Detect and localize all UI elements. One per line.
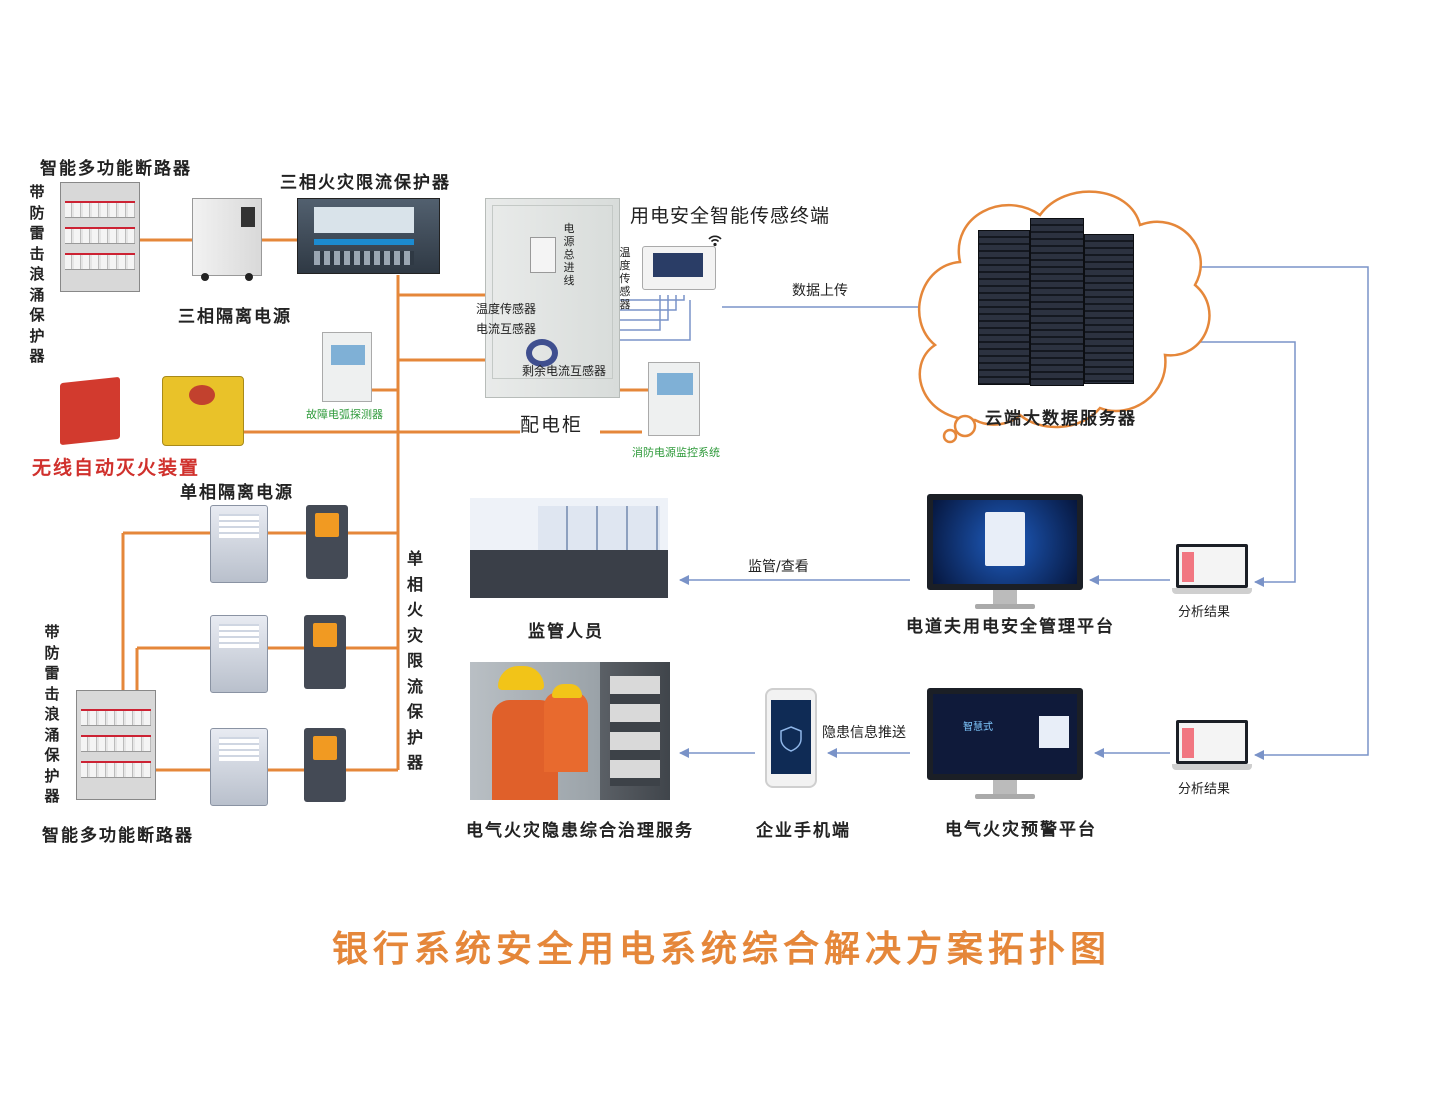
phone-icon [765, 688, 817, 788]
wireless-extinguisher-red [60, 376, 120, 446]
wifi-icon [708, 232, 722, 247]
fire-power-monitor [648, 362, 700, 436]
label-surge-top: 带防雷击浪涌保护器 [29, 183, 45, 365]
label-current-transformer: 电流互感器 [476, 322, 537, 336]
breaker-panel-top [60, 182, 140, 292]
single-phase-limiter-1 [306, 505, 348, 579]
label-breaker-bottom: 智能多功能断路器 [42, 826, 194, 846]
warn-screen-brand: 智慧式 [963, 722, 993, 733]
label-residual-transformer: 剩余电流互感器 [522, 364, 607, 378]
label-fire-limit3: 三相火灾限流保护器 [280, 173, 451, 193]
single-phase-limiter-2 [304, 615, 346, 689]
label-surge-bottom: 带防雷击浪涌保护器 [44, 623, 60, 805]
distribution-cabinet [485, 198, 620, 398]
shield-icon [780, 726, 802, 752]
server-icon [1084, 234, 1134, 384]
label-sensor-terminal: 用电安全智能传感终端 [630, 205, 831, 227]
label-mgmt-platform: 电道夫用电安全管理平台 [906, 617, 1115, 637]
three-phase-fire-limit-protector [297, 198, 440, 274]
server-icon [1030, 218, 1084, 386]
label-power-incoming: 电源总进线 [563, 222, 575, 287]
label-fire-monitor: 消防电源监控系统 [632, 446, 720, 459]
label-warn-platform: 电气火灾预警平台 [945, 820, 1097, 840]
breaker-panel-bottom [76, 690, 156, 800]
label-iso1: 单相隔离电源 [180, 483, 294, 503]
server-icon [978, 230, 1030, 385]
single-phase-limiter-3 [304, 728, 346, 802]
label-cloud: 云端大数据服务器 [985, 409, 1137, 429]
single-phase-isolation-3 [210, 728, 268, 806]
governance-photo [470, 662, 670, 800]
label-wireless-fire: 无线自动灭火装置 [32, 457, 201, 479]
monitor-icon: 智慧式 [927, 688, 1083, 802]
wireless-extinguisher-controller [162, 376, 244, 446]
monitor-icon [927, 494, 1083, 612]
label-upload: 数据上传 [792, 283, 848, 299]
label-iso3: 三相隔离电源 [178, 307, 292, 327]
label-governance: 电气火灾隐患综合治理服务 [466, 821, 694, 841]
single-phase-isolation-2 [210, 615, 268, 693]
label-mobile: 企业手机端 [756, 821, 851, 841]
page-title: 银行系统安全用电系统综合解决方案拓扑图 [331, 928, 1111, 970]
label-temp-sensor-vertical: 温度传感器 [619, 246, 631, 311]
label-push: 隐患信息推送 [822, 725, 906, 741]
label-analysis1: 分析结果 [1178, 605, 1231, 620]
arc-fault-detector [322, 332, 372, 402]
label-fire-limit1: 单相火灾限流保护器 [406, 549, 423, 772]
sensor-terminal-device [642, 246, 716, 290]
single-phase-isolation-1 [210, 505, 268, 583]
laptop-icon [1172, 544, 1252, 600]
data-flow [679, 266, 1369, 760]
three-phase-isolation-power [192, 198, 262, 281]
power-wiring [121, 238, 648, 772]
label-temp-sensor: 温度传感器 [476, 302, 537, 316]
monitoring-room [470, 498, 668, 598]
label-breaker-top: 智能多功能断路器 [40, 159, 192, 179]
label-cabinet: 配电柜 [520, 414, 584, 436]
label-supervisor: 监管人员 [528, 622, 604, 642]
laptop-icon [1172, 720, 1252, 776]
label-monitor-view: 监管/查看 [748, 559, 809, 575]
label-analysis2: 分析结果 [1178, 782, 1231, 797]
label-arc-detector: 故障电弧探测器 [306, 408, 383, 421]
